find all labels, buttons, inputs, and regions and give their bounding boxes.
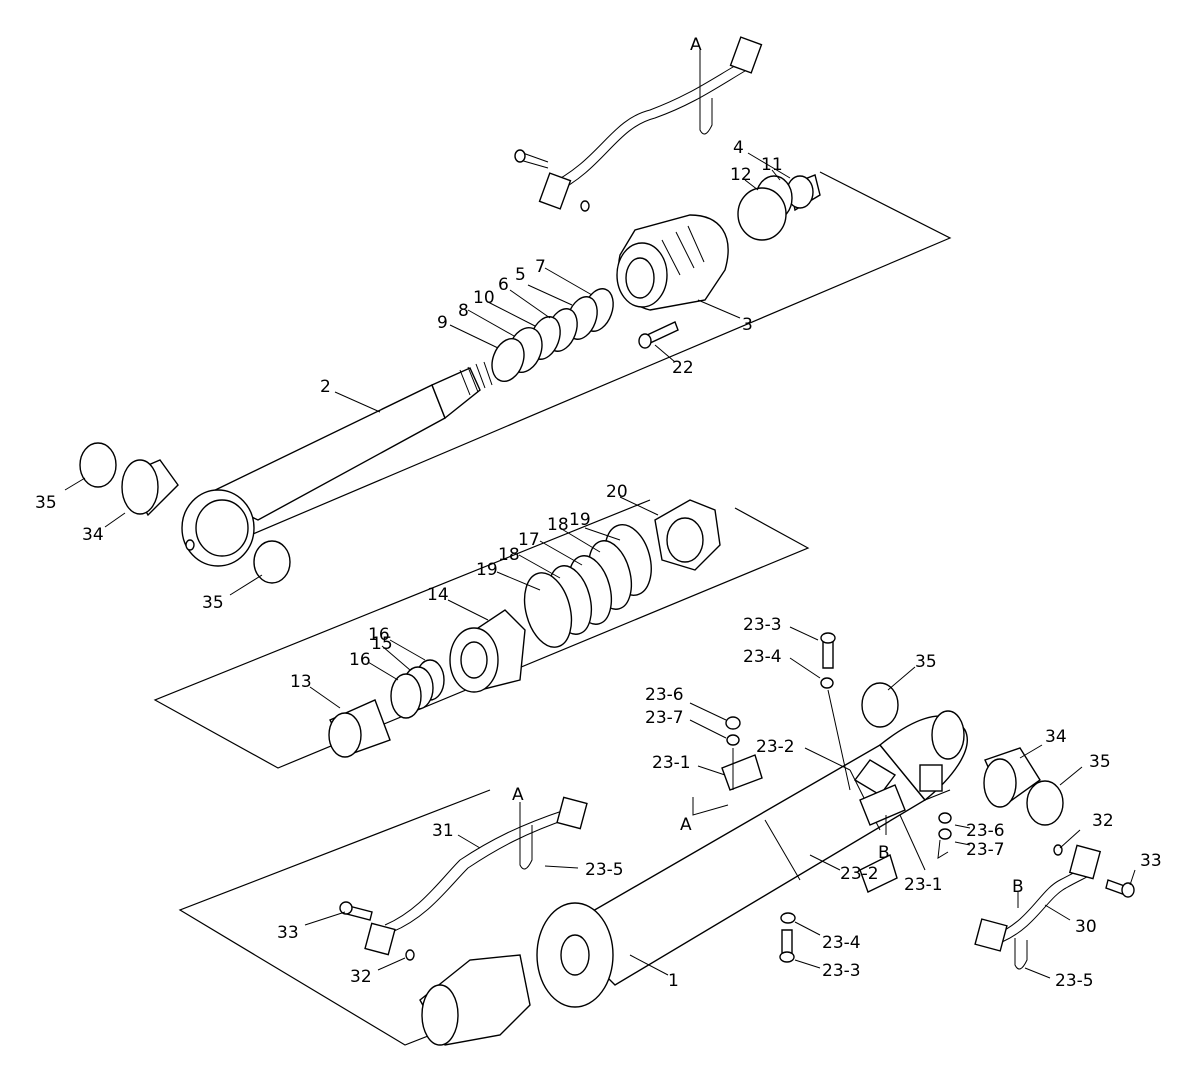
callout-label-23-7b: 23-7 [966,840,1005,860]
callout-label-22: 22 [672,358,694,378]
callout-label-35a: 35 [35,493,57,513]
callout-label-19a: 19 [476,560,498,580]
callout-label-18b: 18 [547,515,569,535]
pipe-31 [339,796,588,961]
callout-label-9: 9 [437,313,448,333]
callout-label-23-3a: 23-3 [743,615,782,635]
callout-label-B1: B [878,843,890,863]
callout-label-33b: 33 [1140,851,1162,871]
part-3-cylinder-head-lower [419,954,531,1046]
part-1-cylinder-tube [536,710,968,1008]
part-34-35-upper [79,442,291,584]
part-22-bolt [638,321,679,349]
part-14-piston [449,609,526,693]
callout-label-14: 14 [427,585,449,605]
callout-label-19b: 19 [569,510,591,530]
callout-label-15: 15 [371,634,393,654]
callout-label-10: 10 [473,288,495,308]
callout-label-1: 1 [668,971,679,991]
callout-label-32a: 32 [1092,811,1114,831]
callout-label-31: 31 [432,821,454,841]
callout-label-17: 17 [518,530,540,550]
callout-label-34b: 34 [1045,727,1067,747]
seal-rings-5-10 [491,288,614,383]
callout-label-34a: 34 [82,525,104,545]
callout-label-5: 5 [515,265,526,285]
pipe-top [514,36,763,212]
part-11-12-rings [737,175,793,241]
callout-label-A2: A [680,815,692,835]
part-34-35-lower [861,682,1064,826]
callout-label-4: 4 [733,138,744,158]
callout-label-35c: 35 [915,652,937,672]
frame-rod-group [199,171,952,549]
seal-rings-15-16 [390,659,445,719]
callout-label-23-4b: 23-4 [822,933,861,953]
callout-label-8: 8 [458,301,469,321]
callout-label-32b: 32 [350,967,372,987]
callout-label-23-1a: 23-1 [652,753,691,773]
callout-label-6: 6 [498,275,509,295]
callout-label-23-5a: 23-5 [585,860,624,880]
callout-label-B2: B [1012,877,1024,897]
part-4-bushing [786,174,821,212]
callout-label-35b: 35 [202,593,224,613]
callout-label-23-7a: 23-7 [645,708,684,728]
pipe-30 [974,844,1135,970]
callout-label-A3: A [512,785,524,805]
part-3-cylinder-head [616,214,729,311]
callout-label-12: 12 [730,165,752,185]
callout-label-16a: 16 [349,650,371,670]
callout-label-35d: 35 [1089,752,1111,772]
callout-label-30: 30 [1075,917,1097,937]
callout-label-18a: 18 [498,545,520,565]
seal-rings-17-19 [523,524,652,648]
callout-label-23-1b: 23-1 [904,875,943,895]
callout-label-2: 2 [320,377,331,397]
callout-label-23-6b: 23-6 [966,821,1005,841]
callout-label-16b: 16 [368,625,390,645]
frame-piston-group [153,499,810,769]
part-2-piston-rod [181,361,493,567]
part-13-bushing [328,699,391,758]
callout-label-11: 11 [761,155,783,175]
callout-label-3: 3 [742,315,753,335]
leader-lines [64,50,1136,979]
callout-label-23-3b: 23-3 [822,961,861,981]
callout-label-33a: 33 [277,923,299,943]
callout-label-7: 7 [535,257,546,277]
callout-label-23-5b: 23-5 [1055,971,1094,991]
callout-label-23-6a: 23-6 [645,685,684,705]
part-20-nut [654,499,721,571]
callout-label-23-2b: 23-2 [840,864,879,884]
callout-label-20: 20 [606,482,628,502]
callout-label-23-4a: 23-4 [743,647,782,667]
clamp-parts-23 [721,632,952,963]
callout-label-A1: A [690,35,702,55]
callout-label-13: 13 [290,672,312,692]
callout-label-23-2a: 23-2 [756,737,795,757]
